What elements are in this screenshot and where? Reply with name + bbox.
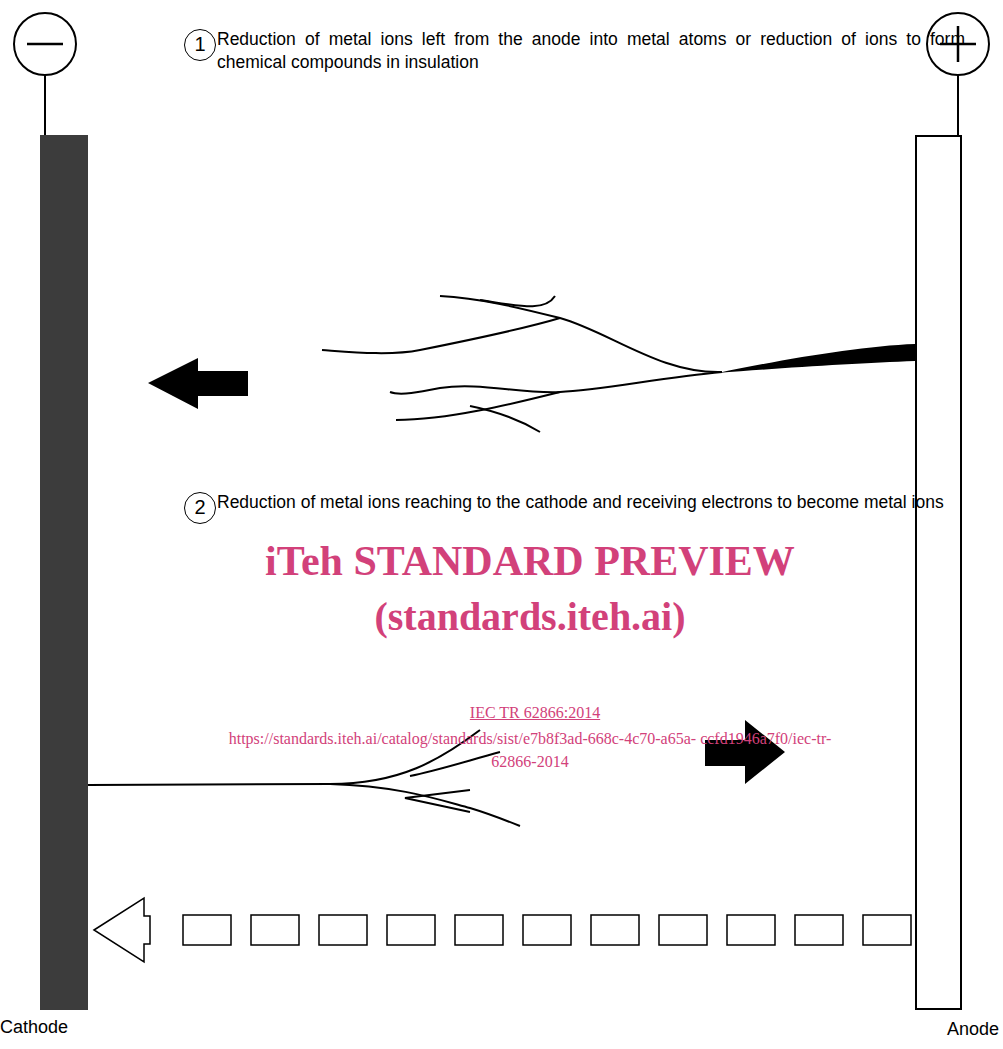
callout-number: 2	[184, 492, 216, 524]
minus-terminal	[14, 13, 76, 135]
anode-dendrite	[322, 296, 915, 432]
electrode-label: Anode	[947, 1019, 999, 1040]
watermark: IEC TR 62866:2014	[335, 703, 735, 723]
watermark: https://standards.iteh.ai/catalog/standa…	[215, 727, 845, 773]
watermark: (standards.iteh.ai)	[180, 592, 880, 642]
electrode-label: Cathode	[0, 1017, 68, 1038]
ion-migration-arrow	[94, 898, 911, 962]
callout-text: Reduction of metal ions reaching to the …	[217, 491, 965, 514]
growth-arrow	[705, 720, 785, 784]
anode-electrode: Anode	[915, 135, 962, 1010]
growth-arrow	[148, 358, 248, 409]
watermark: iTeh STANDARD PREVIEW	[180, 536, 880, 586]
callout-number: 1	[184, 29, 216, 61]
callout-text: Reduction of metal ions left from the an…	[217, 28, 965, 74]
cathode-electrode: Cathode	[40, 135, 88, 1010]
